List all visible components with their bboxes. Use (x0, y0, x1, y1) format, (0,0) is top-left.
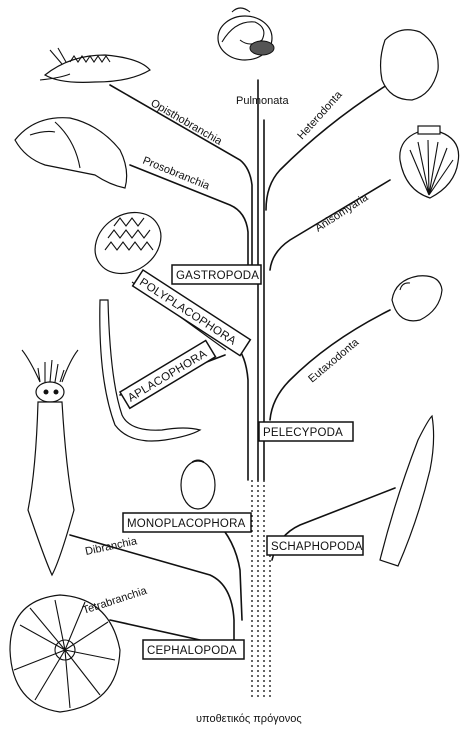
limpet-icon (181, 460, 215, 509)
monoplacophora-branch (215, 520, 242, 620)
squid-icon (22, 350, 78, 575)
label-hypothetical-ancestor: υποθετικός πρόγονος (196, 713, 302, 725)
box-aplacophora: APLACOPHORA (120, 340, 216, 408)
label-anisomyaria: Anisomyaria (313, 191, 371, 235)
box-monoplacophora-text: MONOPLACOPHORA (127, 518, 246, 530)
box-pelecypoda: PELECYPODA (259, 422, 353, 441)
box-gastropoda-text: GASTROPODA (176, 270, 259, 282)
box-aplacophora-text: APLACOPHORA (126, 348, 209, 405)
box-schaphopoda-text: SCHAPHOPODA (271, 541, 363, 553)
sea-slug-icon (40, 48, 150, 82)
clam-icon (381, 30, 439, 100)
label-tetrabranchia: Tetrabranchia (81, 585, 149, 617)
label-dibranchia: Dibranchia (84, 535, 139, 558)
box-cephalopoda-text: CEPHALOPODA (147, 645, 237, 657)
label-opisthobranchia: Opisthobranchia (149, 97, 225, 148)
chiton-icon (83, 200, 172, 286)
mussel-icon (392, 276, 442, 321)
label-pulmonata: Pulmonata (236, 95, 289, 107)
scallop-icon (400, 126, 459, 198)
box-pelecypoda-text: PELECYPODA (263, 427, 343, 439)
snail-icon (218, 8, 274, 60)
box-gastropoda: GASTROPODA (172, 265, 261, 284)
box-monoplacophora: MONOPLACOPHORA (123, 513, 251, 532)
whelk-icon (15, 118, 127, 188)
box-cephalopoda: CEPHALOPODA (143, 640, 244, 659)
box-schaphopoda: SCHAPHOPODA (267, 536, 363, 555)
box-polyplacophora-text: POLYPLACOPHORA (137, 276, 238, 347)
tetrabranchia-branch (110, 620, 200, 640)
nautilus-icon (10, 595, 120, 712)
